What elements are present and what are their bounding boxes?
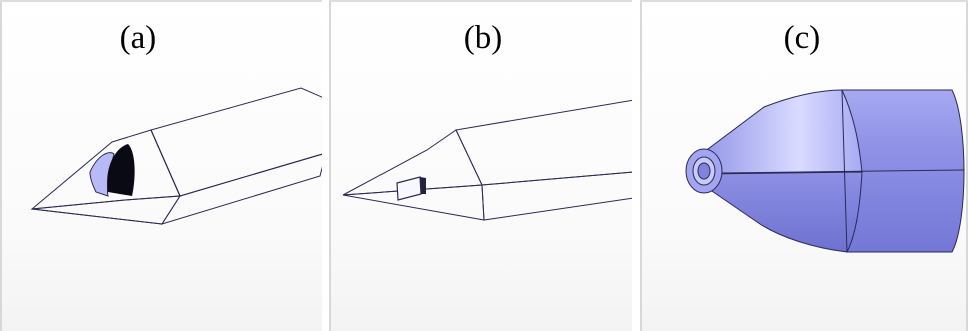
needle-tip-side-cut-drawing bbox=[30, 87, 322, 225]
cone-lower-face bbox=[703, 171, 863, 253]
panel-c: (c) bbox=[640, 0, 968, 331]
panel-label-b: (b) bbox=[463, 20, 503, 56]
bore-inner-hole bbox=[697, 162, 711, 180]
shaft-lower-face bbox=[481, 171, 632, 221]
panel-label-a: (a) bbox=[119, 20, 157, 56]
cone-upper-face bbox=[703, 89, 863, 175]
panel-label-c: (c) bbox=[783, 20, 821, 56]
cone-lower-face bbox=[31, 195, 181, 225]
bore-hole bbox=[107, 144, 135, 196]
needle-tip-blunt-bore-drawing bbox=[685, 89, 965, 253]
shaft-upper-face bbox=[455, 99, 632, 186]
panel-a: (a) bbox=[0, 0, 322, 331]
needle-tip-square-window-drawing bbox=[342, 99, 632, 221]
square-window bbox=[396, 176, 422, 201]
panel-b: (b) bbox=[329, 0, 632, 331]
cylinder-lower-face bbox=[160, 153, 322, 225]
